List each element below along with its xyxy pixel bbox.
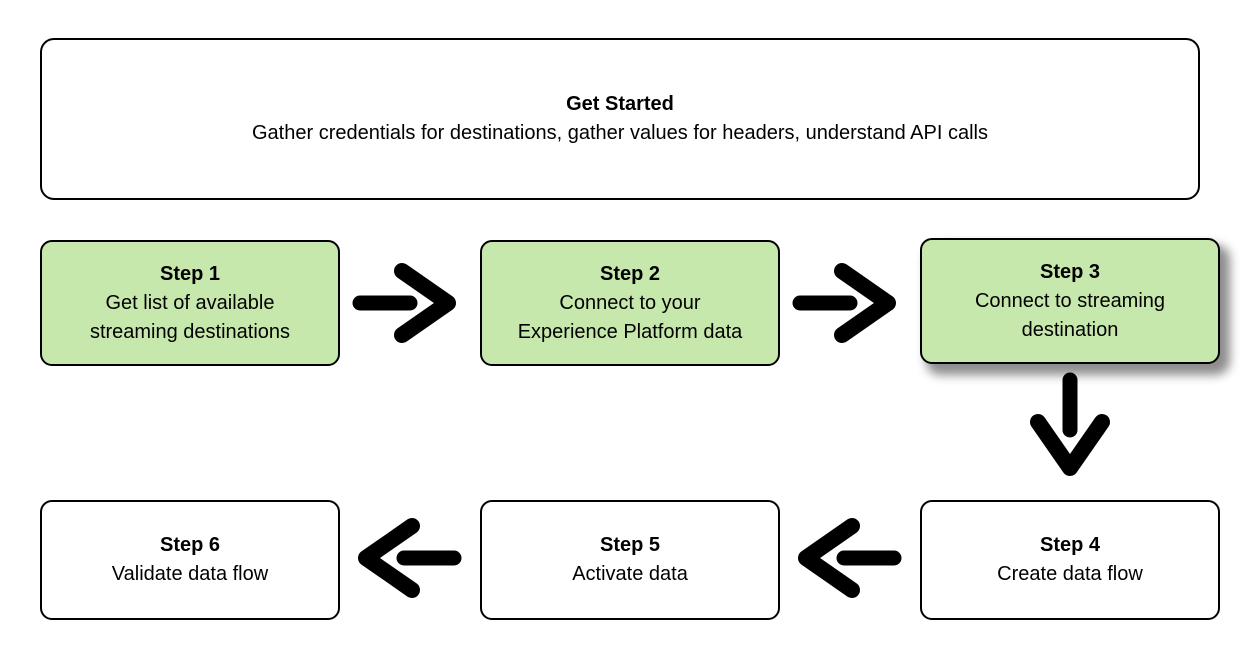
step-1-box: Step 1 Get list of available streaming d… xyxy=(40,240,340,366)
step-3-text-line-1: Connect to streaming xyxy=(974,289,1166,312)
arrow-right-icon xyxy=(352,258,462,348)
get-started-title: Get Started xyxy=(566,93,674,115)
step-5-title: Step 5 xyxy=(599,534,661,556)
get-started-box: Get Started Gather credentials for desti… xyxy=(40,38,1200,200)
step-6-box: Step 6 Validate data flow xyxy=(40,500,340,620)
step-2-text-line-1: Connect to your xyxy=(559,291,701,314)
step-3-title: Step 3 xyxy=(1039,260,1101,283)
arrow-down-icon xyxy=(1025,372,1115,482)
arrow-left-icon xyxy=(352,513,462,603)
step-4-title: Step 4 xyxy=(1039,534,1101,556)
step-3-box: Step 3 Connect to streaming destination xyxy=(920,238,1220,364)
step-4-box: Step 4 Create data flow xyxy=(920,500,1220,620)
step-1-text-line-1: Get list of available xyxy=(105,291,275,314)
step-5-text-line-1: Activate data xyxy=(572,563,688,585)
step-5-box: Step 5 Activate data xyxy=(480,500,780,620)
step-2-text-line-2: Experience Platform data xyxy=(517,320,743,343)
step-1-text-line-2: streaming destinations xyxy=(89,320,291,343)
step-6-text-line-1: Validate data flow xyxy=(111,563,269,585)
step-2-title: Step 2 xyxy=(599,262,661,285)
get-started-subtitle: Gather credentials for destinations, gat… xyxy=(252,122,988,144)
step-2-box: Step 2 Connect to your Experience Platfo… xyxy=(480,240,780,366)
arrow-right-icon xyxy=(792,258,902,348)
step-1-title: Step 1 xyxy=(159,262,221,285)
step-3-text-line-2: destination xyxy=(1021,318,1119,341)
step-6-title: Step 6 xyxy=(159,534,221,556)
step-4-text-line-1: Create data flow xyxy=(997,563,1143,585)
arrow-left-icon xyxy=(792,513,902,603)
